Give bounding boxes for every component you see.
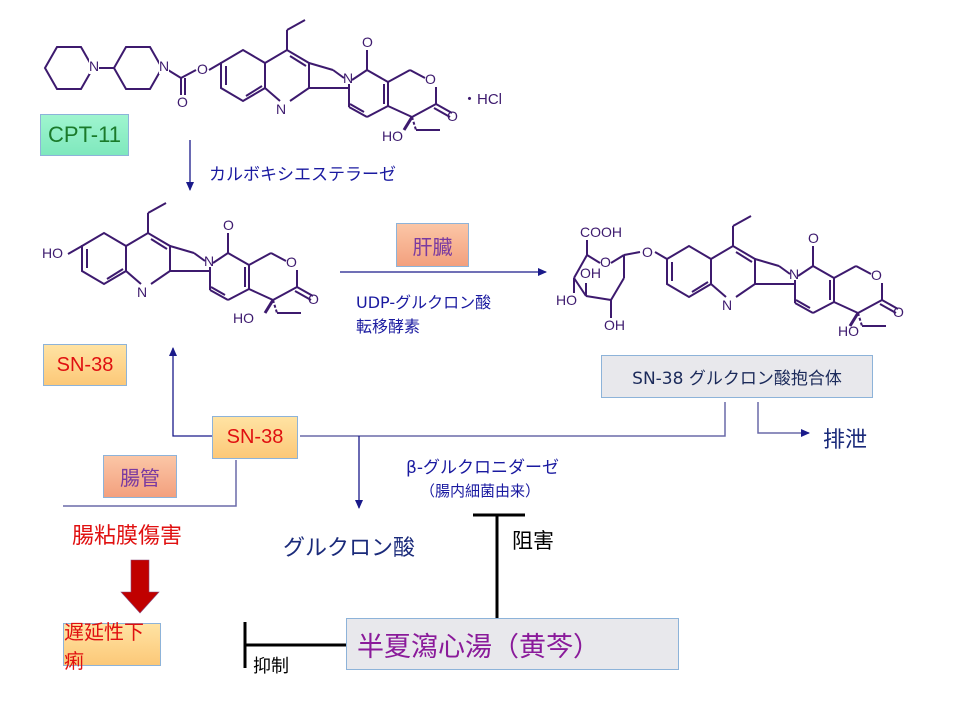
atom-o: O <box>362 34 373 50</box>
sn38-structure <box>67 202 314 314</box>
herbal-medicine-box: 半夏瀉心湯（黄芩） <box>346 618 679 670</box>
glucuronic-acid-label: グルクロン酸 <box>283 536 416 561</box>
cpt11-structure <box>43 19 453 131</box>
atom-ho: HO <box>382 128 403 144</box>
atom-n: N <box>159 58 170 74</box>
atom-n: N <box>89 58 100 74</box>
atom-o: O <box>425 71 436 87</box>
atom-n: N <box>722 297 733 313</box>
atom-o: O <box>600 254 611 270</box>
atom-ho: HO <box>556 292 577 308</box>
atom-o: O <box>893 304 904 320</box>
atom-n: N <box>204 253 215 269</box>
beta-glucuronidase-label: β-グルクロニダーゼ <box>406 458 559 478</box>
atom-o: O <box>223 217 234 233</box>
atom-n: N <box>789 266 800 282</box>
liver-label: 肝臓 <box>396 223 469 267</box>
atom-ho: HO <box>42 245 63 261</box>
hcl-salt: ・HCl <box>462 91 502 108</box>
atom-n: N <box>137 284 148 300</box>
red-down-arrow <box>120 559 160 614</box>
atom-o: O <box>177 94 188 110</box>
atom-cooh: COOH <box>580 224 622 240</box>
intestine-boundary-line <box>63 460 237 507</box>
atom-o: O <box>808 230 819 246</box>
atom-o: O <box>447 108 458 124</box>
excretion-label: 排泄 <box>823 428 868 453</box>
intestine-label: 腸管 <box>103 455 177 498</box>
sn38-reabsorption-arrow <box>169 347 212 437</box>
deconjugation-line <box>300 402 726 437</box>
glucuronide-label: SN-38 グルクロン酸抱合体 <box>601 355 873 398</box>
atom-o: O <box>197 61 208 77</box>
atom-n: N <box>343 70 354 86</box>
mucosal-damage-label: 腸粘膜傷害 <box>72 524 183 549</box>
cpt11-label: CPT-11 <box>40 114 129 156</box>
glucuronide-structure <box>573 215 899 327</box>
atom-oh: OH <box>604 317 625 333</box>
excretion-arrow <box>757 402 810 437</box>
atom-oh: OH <box>580 265 601 281</box>
atom-o: O <box>286 254 297 270</box>
suppression-label: 抑制 <box>253 656 289 677</box>
atom-o: O <box>308 291 319 307</box>
carboxylesterase-label: カルボキシエステラーゼ <box>209 165 396 185</box>
ugt-label-line2: 転移酵素 <box>356 317 421 336</box>
atom-ho: HO <box>233 310 254 326</box>
sn38-intestine-box: SN-38 <box>212 416 298 459</box>
delayed-diarrhea-box: 遅延性下痢 <box>63 622 161 673</box>
atom-ho: HO <box>838 323 859 339</box>
sn38-label: SN-38 <box>43 344 127 386</box>
atom-n: N <box>276 101 287 117</box>
atom-o: O <box>642 244 653 260</box>
bacterial-origin-label: （腸内細菌由来） <box>420 482 541 500</box>
atom-o: O <box>871 267 882 283</box>
inhibition-label: 阻害 <box>512 529 554 553</box>
ugt-label-line1: UDP-グルクロン酸 <box>356 293 492 312</box>
